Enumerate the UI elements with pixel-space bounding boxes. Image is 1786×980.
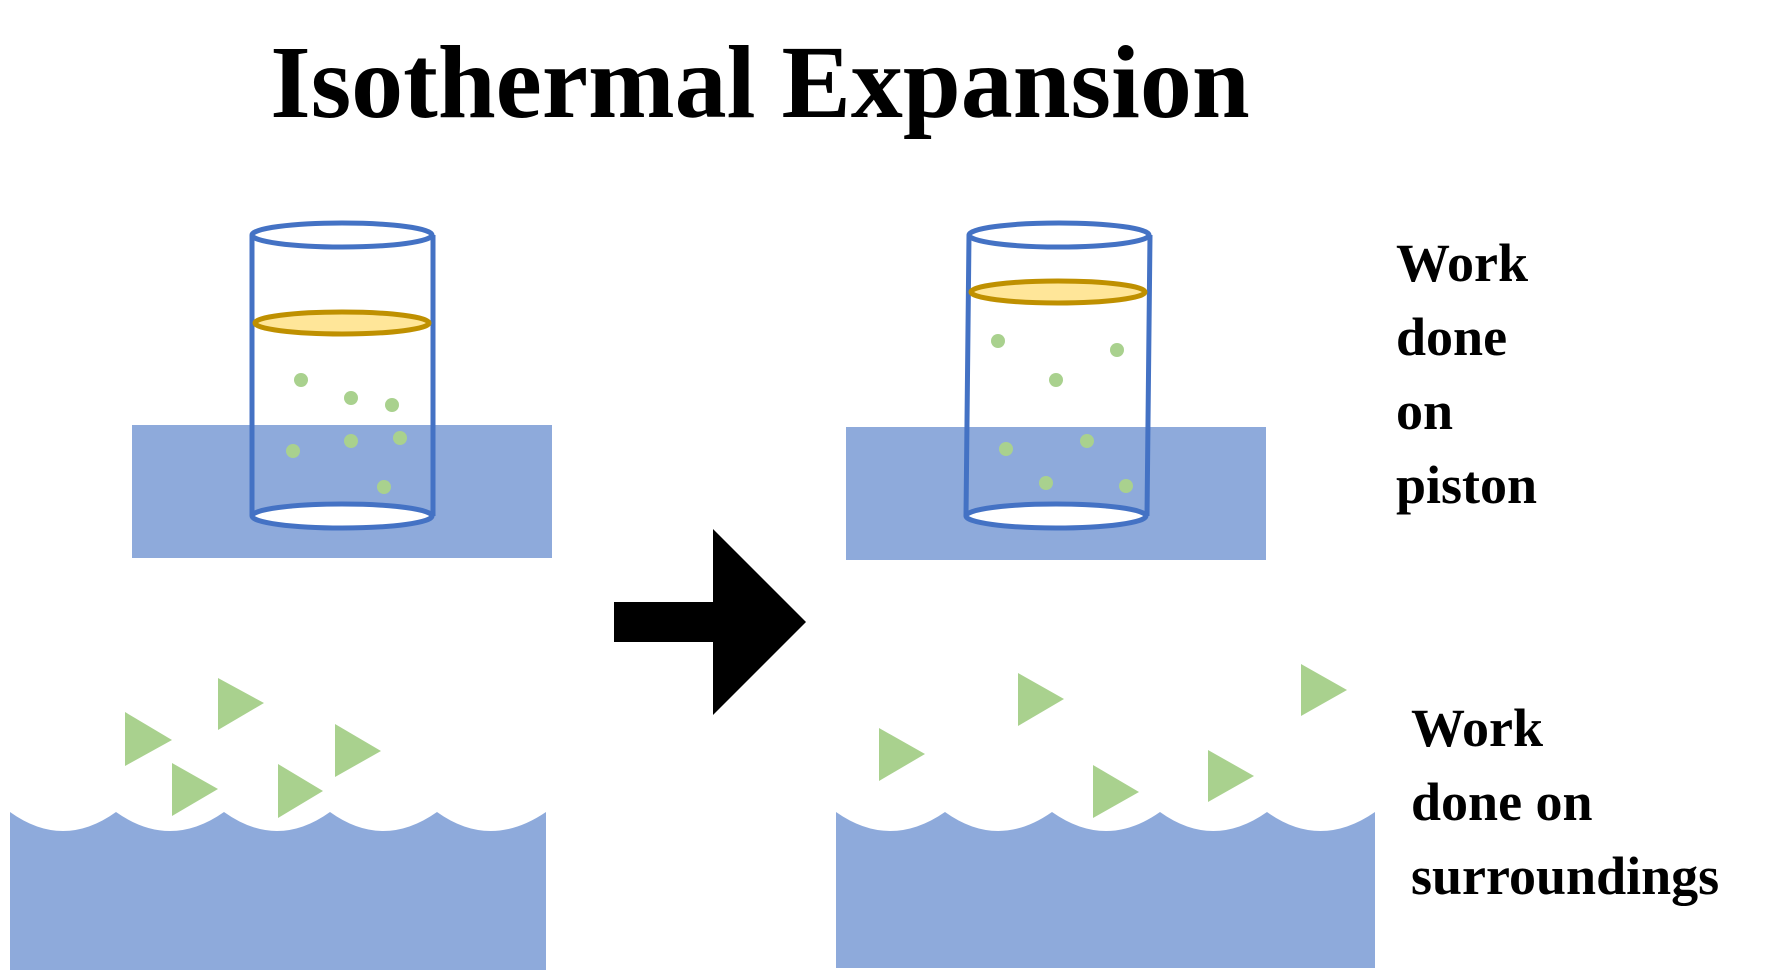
label-line: Work	[1396, 233, 1528, 293]
piston-left	[252, 309, 432, 337]
cylinder-right	[963, 220, 1153, 531]
gas-particles-left	[286, 373, 407, 494]
energy-flow-arrows-left	[125, 678, 381, 818]
diagram-title: Isothermal Expansion	[270, 25, 1250, 140]
process-arrow	[614, 529, 806, 715]
label-line: done	[1396, 307, 1507, 367]
gas-particles-right	[991, 334, 1133, 493]
energy-flow-arrows-right	[879, 664, 1347, 818]
piston-right	[968, 278, 1148, 306]
surroundings-right	[836, 812, 1375, 968]
label-line: done on	[1411, 772, 1593, 832]
label-work-on-surroundings: Work done on surroundings	[1411, 698, 1719, 906]
label-line: surroundings	[1411, 846, 1719, 906]
label-work-on-piston: Work done on piston	[1396, 233, 1537, 515]
heat-bath-right	[846, 427, 1266, 560]
cylinder-left	[249, 220, 436, 531]
label-line: on	[1396, 381, 1453, 441]
heat-bath-left	[132, 425, 552, 558]
final-state	[836, 220, 1375, 968]
surroundings-left	[10, 812, 546, 970]
initial-state	[10, 220, 552, 970]
label-line: Work	[1411, 698, 1543, 758]
label-line: piston	[1396, 455, 1537, 515]
